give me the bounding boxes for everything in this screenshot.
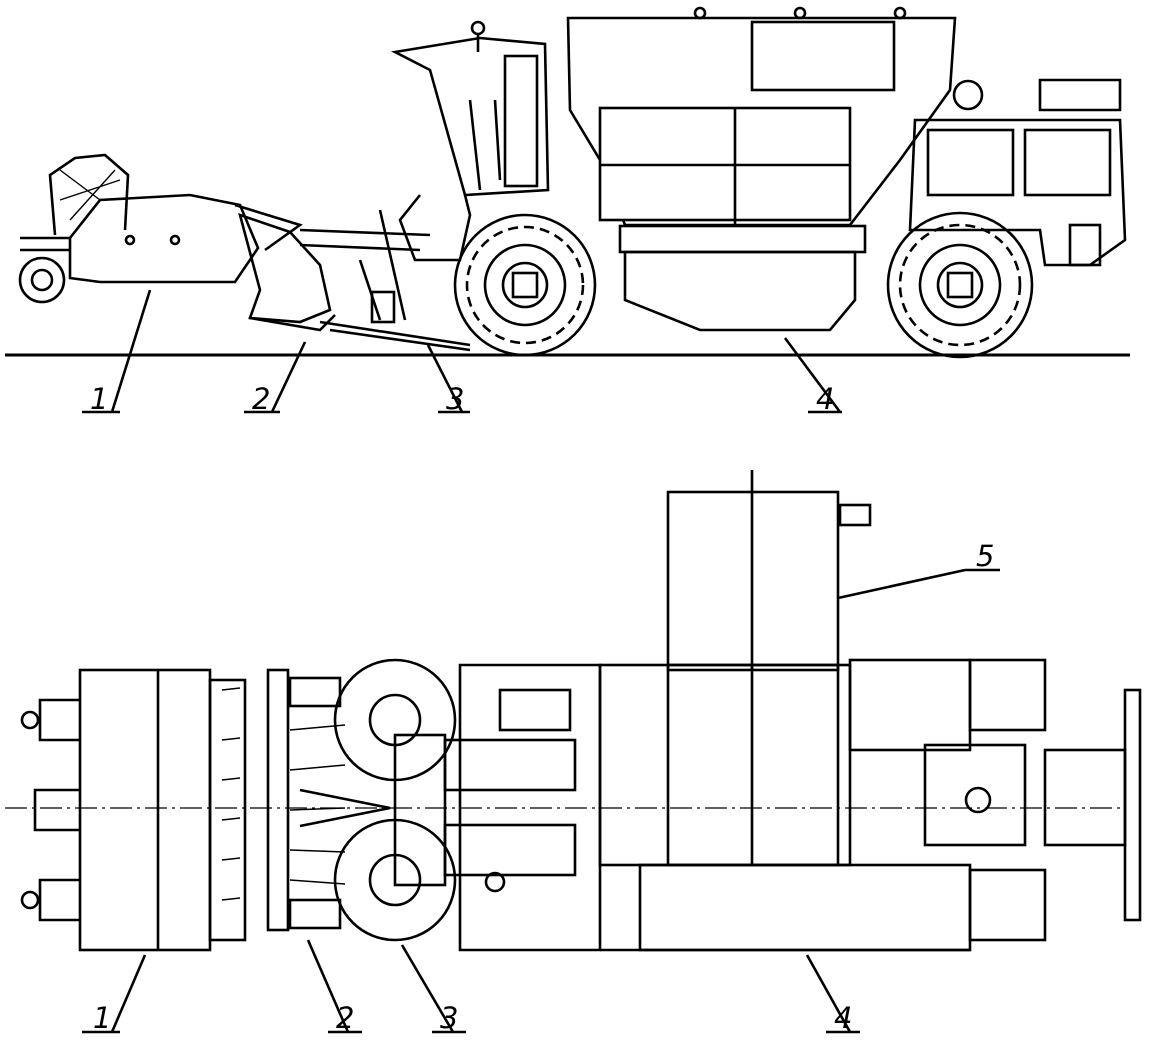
- lifter-unit: [238, 212, 431, 332]
- top-callout-1-label: 1: [93, 1001, 111, 1035]
- side-callout-2-label: 2: [252, 382, 270, 416]
- bunker-hopper: [566, 6, 957, 332]
- top-callout-3: 3: [400, 944, 466, 1035]
- side-callout-1: 1: [82, 289, 152, 416]
- top-callout-4-label: 4: [834, 1001, 852, 1035]
- top-callout-4: 4: [805, 954, 860, 1035]
- top-view: 5 1 2 3 4: [5, 470, 1142, 1035]
- top-callout-5-label: 5: [976, 539, 994, 573]
- side-callout-3: 3: [426, 344, 470, 416]
- top-callout-3-label: 3: [440, 1001, 458, 1035]
- side-view: 1 2 3 4: [5, 6, 1130, 416]
- side-callout-1-label: 1: [90, 382, 108, 416]
- side-callout-2: 2: [244, 341, 307, 416]
- side-callout-3-label: 3: [446, 382, 464, 416]
- topper-unit-top: [20, 668, 247, 952]
- front-wheel: [453, 213, 597, 357]
- top-callout-2: 2: [306, 939, 362, 1035]
- lifter-unit-top: [266, 668, 391, 932]
- cleaning-conveyor: [319, 209, 471, 352]
- top-callout-2-label: 2: [336, 1001, 354, 1035]
- engine-top: [848, 658, 1142, 942]
- engine-compartment: [908, 78, 1127, 267]
- topper-unit: [18, 153, 303, 304]
- side-callout-4: 4: [783, 337, 842, 416]
- side-callout-4-label: 4: [816, 382, 834, 416]
- body-top: [393, 663, 602, 952]
- top-callout-1: 1: [82, 954, 147, 1035]
- cab: [390, 20, 550, 262]
- discharge-elevator: [666, 470, 872, 672]
- top-callout-5: 5: [837, 539, 1000, 600]
- rear-wheel: [886, 211, 1034, 359]
